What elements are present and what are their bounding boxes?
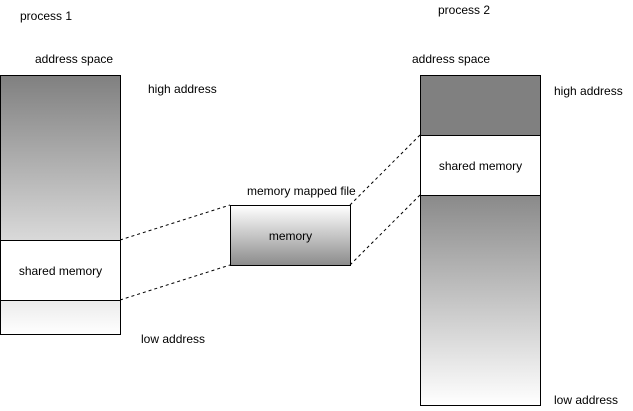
process1-high-address-label: high address xyxy=(148,82,217,96)
mmf-to-p2-bottom-connector xyxy=(349,194,421,266)
process2-high-address-label: high address xyxy=(554,84,623,98)
process2-low-address-label: low address xyxy=(554,393,619,407)
process1-lower-region xyxy=(0,300,121,335)
mapped-file-title: memory mapped file xyxy=(247,184,356,198)
process2-shared-memory-label: shared memory xyxy=(438,158,523,173)
process1-upper-region xyxy=(0,75,121,241)
process2-upper-region xyxy=(420,75,541,136)
p1-to-mmf-bottom-connector xyxy=(119,264,231,301)
p1-to-mmf-top-connector xyxy=(119,204,231,241)
process2-title: process 2 xyxy=(438,3,491,17)
process1-shared-memory-label: shared memory xyxy=(18,263,103,278)
process1-address-space-label: address space xyxy=(35,52,114,66)
process2-shared-memory-region: shared memory xyxy=(420,135,541,196)
process2-lower-region xyxy=(420,195,541,406)
process1-shared-memory-region: shared memory xyxy=(0,240,121,301)
mmf-to-p2-top-connector xyxy=(349,134,421,206)
process2-address-space-label: address space xyxy=(412,52,491,66)
process1-title: process 1 xyxy=(20,9,73,23)
mapped-file-memory-label: memory xyxy=(268,228,313,243)
mapped-file-memory-box: memory xyxy=(230,205,351,266)
process1-low-address-label: low address xyxy=(141,332,206,346)
